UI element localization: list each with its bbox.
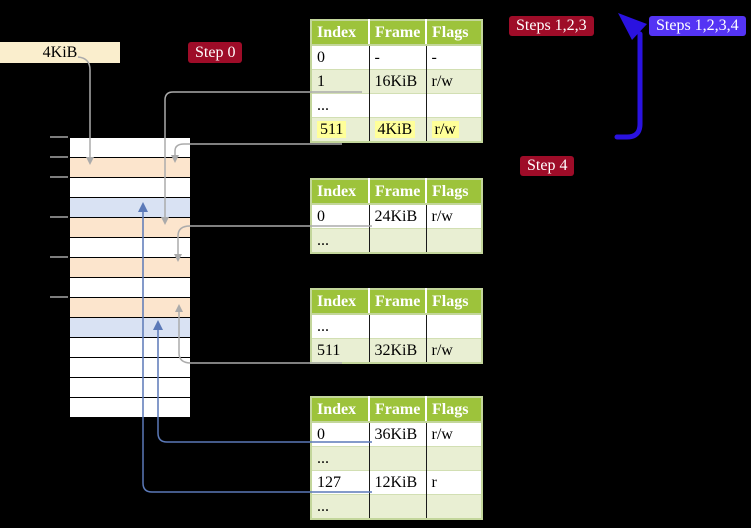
memory-row-blue: [70, 318, 190, 338]
col-header-frame: Frame: [368, 289, 426, 315]
big-steps-arrow: [614, 13, 647, 140]
memory-tick: [50, 136, 68, 138]
page-table-2: Index Frame Flags 0 24KiB r/w ...: [310, 178, 483, 254]
table-header-row: Index Frame Flags: [311, 20, 482, 46]
table-row: 0 - -: [311, 44, 482, 70]
col-header-frame: Frame: [368, 20, 426, 46]
memory-tick: [50, 176, 68, 178]
step4-label: Step 4: [520, 156, 575, 176]
col-header-index: Index: [311, 179, 369, 205]
memory-row-white: [70, 358, 190, 378]
col-header-flags: Flags: [425, 397, 482, 423]
table-row: 1 16KiB r/w: [311, 69, 482, 94]
memory-row-orange: [70, 218, 190, 238]
table-row: ...: [311, 494, 482, 519]
highlighted-cell: 4KiB: [374, 120, 416, 138]
memory-tick: [50, 156, 68, 158]
col-header-index: Index: [311, 397, 369, 423]
table-row-highlighted: 511 4KiB r/w: [311, 117, 482, 142]
memory-tick: [50, 256, 68, 258]
memory-row-white: [70, 398, 190, 418]
table-row: 511 32KiB r/w: [311, 338, 482, 363]
memory-row-white: [70, 238, 190, 258]
big-arrow-head: [618, 13, 647, 40]
col-header-frame: Frame: [368, 179, 426, 205]
memory-row-white: [70, 178, 190, 198]
table-row: 0 24KiB r/w: [311, 203, 482, 229]
table-header-row: Index Frame Flags: [311, 397, 482, 423]
memory-tick: [50, 216, 68, 218]
col-header-flags: Flags: [425, 179, 482, 205]
memory-row-white: [70, 278, 190, 298]
col-header-index: Index: [311, 20, 369, 46]
memory-row-white: [70, 378, 190, 398]
memory-row-orange: [70, 298, 190, 318]
highlighted-cell: 511: [317, 120, 347, 138]
col-header-index: Index: [311, 289, 369, 315]
page-table-3-table: Index Frame Flags ... 511 32KiB r/w: [310, 288, 483, 364]
steps-1234-label: Steps 1,2,3,4: [649, 16, 746, 36]
table-row: ...: [311, 446, 482, 471]
physical-memory-strip: [70, 137, 190, 418]
table-row: ...: [311, 93, 482, 118]
page-table-2-table: Index Frame Flags 0 24KiB r/w ...: [310, 178, 483, 254]
page-table-1-table: Index Frame Flags 0 - - 1 16KiB r/w ... …: [310, 19, 483, 143]
memory-row-white: [70, 138, 190, 158]
arrow-t1-row511-to-4kib: [174, 143, 342, 155]
table-row: 127 12KiB r: [311, 470, 482, 495]
step0-label: Step 0: [188, 42, 243, 63]
page-table-3: Index Frame Flags ... 511 32KiB r/w: [310, 288, 483, 364]
col-header-flags: Flags: [425, 20, 482, 46]
table-row: ...: [311, 228, 482, 253]
big-arrow-shaft: [614, 31, 643, 140]
memory-row-blue: [70, 198, 190, 218]
page-table-4-table: Index Frame Flags 0 36KiB r/w ... 127 12…: [310, 396, 483, 520]
page-size-box: 4KiB: [0, 42, 120, 63]
memory-row-white: [70, 338, 190, 358]
table-row: 0 36KiB r/w: [311, 421, 482, 447]
page-table-1: Index Frame Flags 0 - - 1 16KiB r/w ... …: [310, 19, 483, 143]
highlighted-cell: r/w: [431, 120, 459, 138]
col-header-frame: Frame: [368, 397, 426, 423]
table-row: ...: [311, 313, 482, 339]
memory-tick: [50, 296, 68, 298]
memory-row-orange: [70, 258, 190, 278]
page-table-4: Index Frame Flags 0 36KiB r/w ... 127 12…: [310, 396, 483, 520]
table-header-row: Index Frame Flags: [311, 289, 482, 315]
memory-row-orange: [70, 158, 190, 178]
col-header-flags: Flags: [425, 289, 482, 315]
table-header-row: Index Frame Flags: [311, 179, 482, 205]
steps-123-label: Steps 1,2,3: [509, 16, 594, 36]
